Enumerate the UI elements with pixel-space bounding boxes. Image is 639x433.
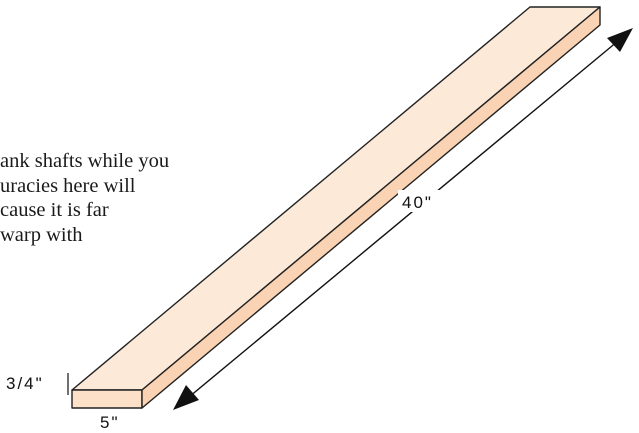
length-arrowhead-bottom [173, 385, 199, 410]
width-label: 5" [100, 413, 120, 432]
length-arrowhead-top [607, 28, 633, 52]
length-label-bg [398, 190, 448, 212]
board-side-face [141, 6, 601, 409]
instruction-line: ank shafts while you [0, 150, 170, 172]
instruction-line: uracies here will [0, 174, 136, 197]
board-end-face [71, 389, 143, 409]
instruction-line: warp with [0, 223, 83, 246]
instruction-line: cause it is far [0, 199, 109, 222]
length-arrow-line [188, 40, 619, 398]
thickness-label: 3/4" [6, 374, 44, 393]
length-label: 40" [402, 193, 433, 212]
instruction-text: ank shafts while you uracies here will c… [0, 149, 270, 247]
board-top-face [71, 6, 601, 391]
